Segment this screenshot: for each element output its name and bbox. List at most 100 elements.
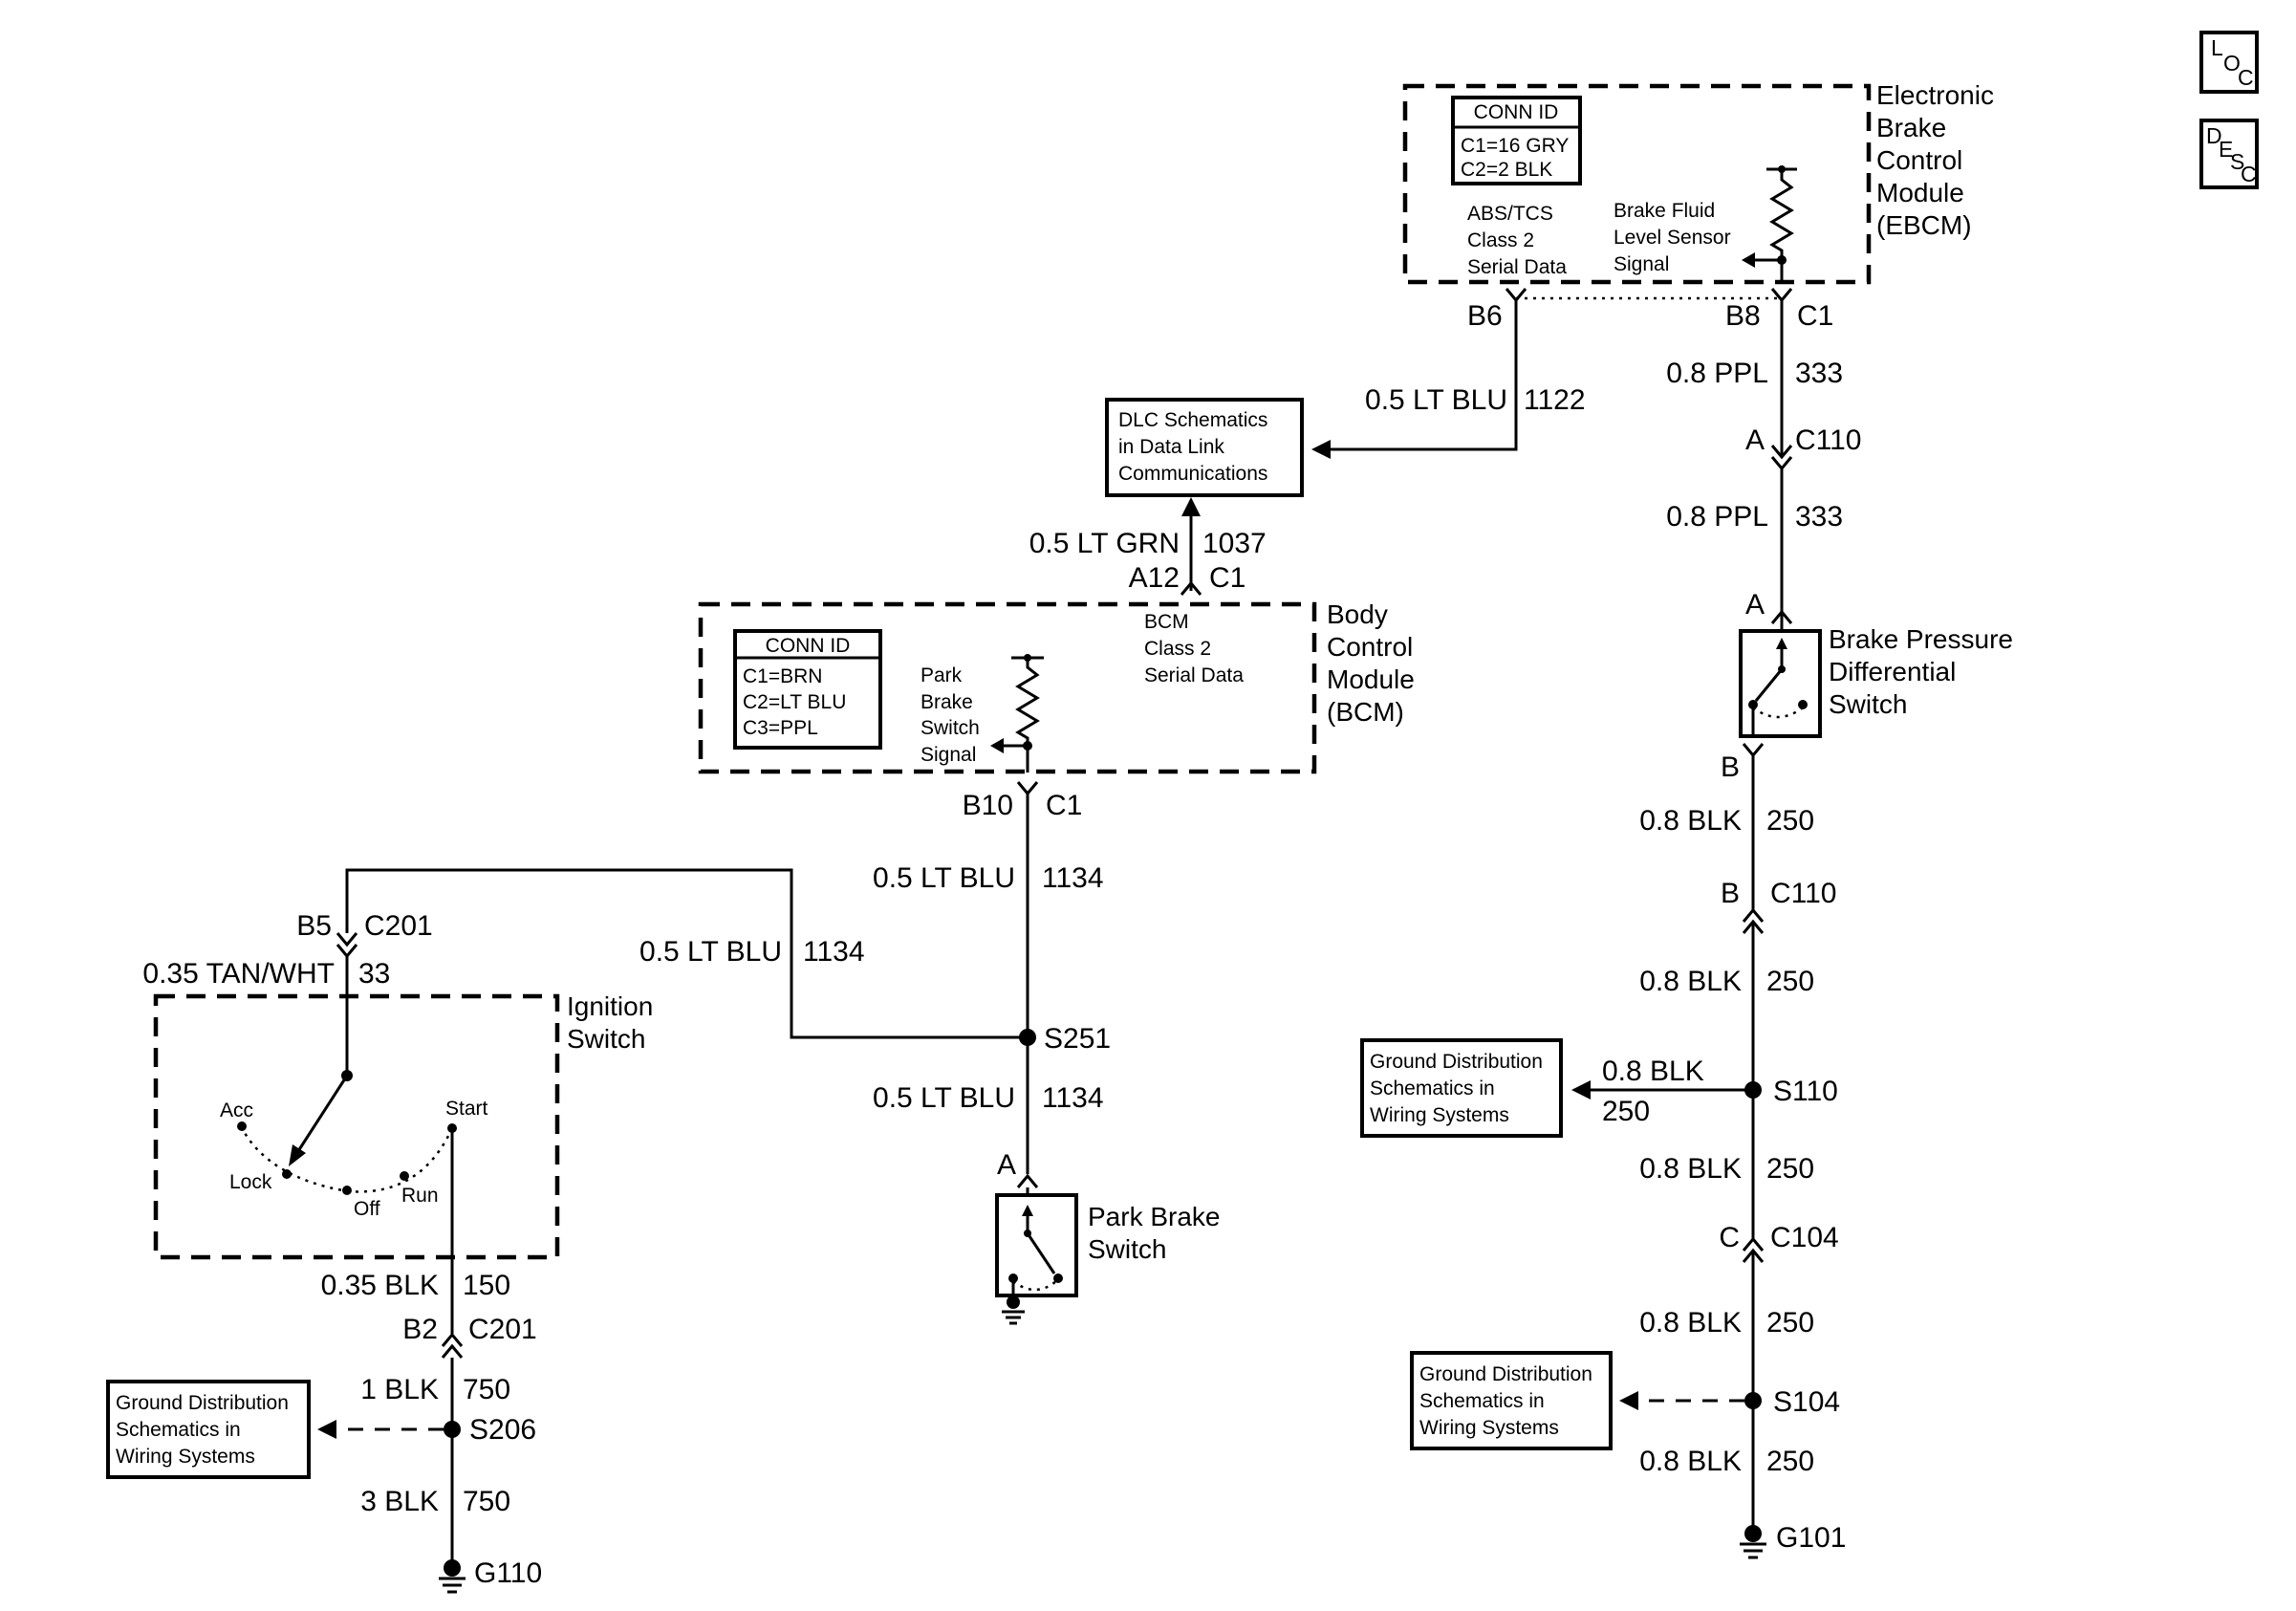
ebcm-connector-c1: C1 xyxy=(1797,300,1833,332)
ground-reference-box-s104[interactable]: Ground Distribution Schematics in Wiring… xyxy=(1410,1351,1613,1450)
ebcm-pin-b6: B6 xyxy=(1467,300,1503,332)
wire-1134-bottom-circuit: 1134 xyxy=(1042,1082,1104,1114)
wire-33-gauge: 0.35 TAN/WHT xyxy=(142,958,335,990)
ebcm-sensor-line-2: Level Sensor xyxy=(1614,227,1731,249)
ebcm-pin-b8: B8 xyxy=(1725,300,1761,332)
bcm-signal-line-2: Brake xyxy=(921,691,973,713)
wire-250-1-circuit: 250 xyxy=(1766,805,1814,837)
brake-pressure-switch-pin-b: B xyxy=(1721,751,1740,783)
ebcm-serial-line-3: Serial Data xyxy=(1467,256,1567,278)
ebcm-serial-line-1: ABS/TCS xyxy=(1467,203,1553,225)
ground-box-left-line-3: Wiring Systems xyxy=(116,1446,255,1468)
wire-250-3-circuit: 250 xyxy=(1766,1153,1814,1185)
wire-1122-circuit: 1122 xyxy=(1524,384,1586,416)
c110-a-name: C110 xyxy=(1795,425,1862,456)
desc-icon[interactable]: D E S C xyxy=(2199,119,2259,189)
ebcm-title: Electronic Brake Control Module (EBCM) xyxy=(1876,80,1994,240)
park-brake-switch-title-line-1: Park Brake xyxy=(1088,1202,1221,1231)
bcm-serial-line-2: Class 2 xyxy=(1144,638,1211,660)
ignition-position-start: Start xyxy=(445,1098,488,1120)
wire-250: 0.8 BLK 250 0.8 BLK 250 S110 0.8 BLK 250… xyxy=(1639,755,1840,1534)
brake-pressure-switch-title-line-3: Switch xyxy=(1829,689,1907,719)
wire-1134-top-gauge: 0.5 LT BLU xyxy=(873,862,1015,894)
loc-icon[interactable]: L O C xyxy=(2199,31,2259,94)
wire-333: 0.8 PPL 333 0.8 PPL 333 xyxy=(1666,300,1843,623)
wire-750-top-gauge: 1 BLK xyxy=(360,1374,439,1405)
wire-1037-circuit: 1037 xyxy=(1202,528,1267,559)
bcm-connector-c1-top: C1 xyxy=(1209,562,1245,594)
splice-s104-dot xyxy=(1744,1392,1762,1409)
wire-33: 0.35 TAN/WHT 33 xyxy=(142,956,390,1076)
wire-150-circuit: 150 xyxy=(463,1270,510,1301)
desc-icon-letter-1: D xyxy=(2206,123,2222,148)
dlc-box-line-1: DLC Schematics xyxy=(1118,409,1267,431)
wire-250-2-circuit: 250 xyxy=(1766,966,1814,997)
ground-reference-box-left[interactable]: Ground Distribution Schematics in Wiring… xyxy=(106,1380,311,1479)
c201-top-pin: B5 xyxy=(296,910,332,942)
wire-333-bottom-circuit: 333 xyxy=(1795,501,1843,533)
wire-333-bottom-gauge: 0.8 PPL xyxy=(1666,501,1768,533)
ground-box-s110-line-3: Wiring Systems xyxy=(1370,1104,1509,1126)
ground-box-s110-line-2: Schematics in xyxy=(1370,1078,1495,1099)
bcm-module: Body Control Module (BCM) CONN ID C1=BRN… xyxy=(698,599,1415,774)
bcm-connector-c1-bottom: C1 xyxy=(1046,790,1082,821)
wire-150: 0.35 BLK 150 xyxy=(321,1257,510,1334)
ebcm-serial-data-label: ABS/TCS Class 2 Serial Data xyxy=(1467,203,1567,278)
splice-s104-label: S104 xyxy=(1773,1386,1840,1418)
splice-s251-label: S251 xyxy=(1044,1023,1111,1055)
bcm-conn-id-line-2: C2=LT BLU xyxy=(743,691,846,713)
bcm-signal-line-1: Park xyxy=(921,664,963,686)
connector-c201-bottom: B2 C201 xyxy=(402,1314,537,1359)
wire-1037-gauge: 0.5 LT GRN xyxy=(1029,528,1180,559)
connector-c201-top: B5 C201 xyxy=(296,910,433,959)
bcm-serial-line-1: BCM xyxy=(1144,611,1189,633)
ground-box-left-line-1: Ground Distribution xyxy=(116,1392,289,1414)
bcm-title-line-1: Body xyxy=(1327,599,1388,629)
bcm-conn-id-line-3: C3=PPL xyxy=(743,717,818,739)
bcm-serial-label: BCM Class 2 Serial Data xyxy=(1144,611,1244,686)
ground-reference-box-s110[interactable]: Ground Distribution Schematics in Wiring… xyxy=(1360,1038,1563,1138)
loc-icon-letter-3: C xyxy=(2238,65,2254,90)
ignition-position-lock: Lock xyxy=(229,1171,272,1193)
ground-box-s110-line-1: Ground Distribution xyxy=(1370,1051,1543,1073)
ebcm-title-line-4: Module xyxy=(1876,178,1964,207)
dlc-reference-box[interactable]: DLC Schematics in Data Link Communicatio… xyxy=(1105,398,1304,497)
ignition-position-acc: Acc xyxy=(220,1099,253,1121)
ebcm-conn-id-line-1: C1=16 GRY xyxy=(1461,135,1569,157)
ebcm-sensor-line-3: Signal xyxy=(1614,253,1669,275)
ground-g110-label: G110 xyxy=(474,1557,542,1589)
wire-1134-top-circuit: 1134 xyxy=(1042,862,1104,894)
ignition-switch-title-line-2: Switch xyxy=(567,1024,645,1054)
ignition-position-run: Run xyxy=(401,1185,439,1207)
c201-top-name: C201 xyxy=(364,910,433,942)
loc-icon-letter-2: O xyxy=(2223,51,2241,76)
bcm-conn-id-line-1: C1=BRN xyxy=(743,665,822,687)
c110-a-pin: A xyxy=(1745,425,1765,456)
park-brake-switch: A Park Brake Switch xyxy=(995,1149,1221,1325)
ignition-switch-title-line-1: Ignition xyxy=(567,991,653,1021)
wire-250-1-gauge: 0.8 BLK xyxy=(1639,805,1742,837)
wire-1134-bottom-gauge: 0.5 LT BLU xyxy=(873,1082,1015,1114)
wire-750: 1 BLK 750 S206 3 BLK 750 xyxy=(360,1358,536,1568)
c201-bottom-pin: B2 xyxy=(402,1314,438,1345)
ignition-position-off: Off xyxy=(354,1198,380,1220)
wire-1134-left-circuit: 1134 xyxy=(803,936,865,968)
connector-c110-a: A C110 xyxy=(1745,425,1862,471)
wire-250-branch-gauge: 0.8 BLK xyxy=(1602,1056,1704,1087)
bcm-pin-a12: A12 xyxy=(1129,562,1180,594)
wire-250-5-circuit: 250 xyxy=(1766,1446,1814,1477)
wire-333-top-circuit: 333 xyxy=(1795,358,1843,389)
bcm-signal-line-4: Signal xyxy=(921,744,976,766)
ebcm-title-line-5: (EBCM) xyxy=(1876,210,1972,240)
ground-g101-label: G101 xyxy=(1776,1522,1846,1554)
loc-icon-letter-1: L xyxy=(2211,35,2223,60)
ebcm-title-line-3: Control xyxy=(1876,145,1962,175)
bcm-serial-line-3: Serial Data xyxy=(1144,664,1244,686)
c110-b-name: C110 xyxy=(1770,878,1837,909)
bcm-signal-line-3: Switch xyxy=(921,717,980,739)
c104-name: C104 xyxy=(1770,1222,1839,1253)
c110-b-pin: B xyxy=(1721,878,1740,909)
wire-750-top-circuit: 750 xyxy=(463,1374,510,1405)
ebcm-conn-id-table: CONN ID C1=16 GRY C2=2 BLK xyxy=(1451,96,1582,185)
connector-c104: C C104 xyxy=(1719,1222,1839,1263)
